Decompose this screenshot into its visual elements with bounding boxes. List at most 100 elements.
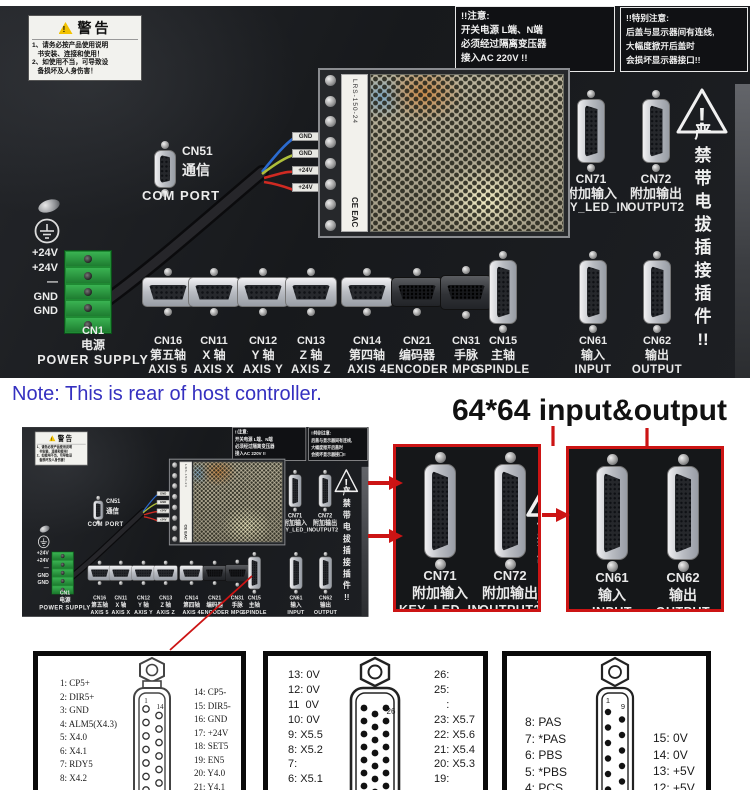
- connector-label-en: OUTPUT: [655, 605, 711, 612]
- svg-text:14: 14: [157, 703, 165, 711]
- warning-header: ! 警告: [32, 18, 138, 40]
- cn51-label-en: COM PORT: [87, 519, 124, 528]
- connector-cn72: CN72 附加输出 OUTPUT2: [304, 469, 347, 534]
- wire-tag: +24V: [156, 517, 170, 522]
- psu-spec-label: LRS-150-24 CE EAC: [341, 74, 368, 232]
- wire-tag: GND: [156, 491, 170, 496]
- caution-triangle-icon: !: [676, 88, 728, 134]
- cn1-label-cn: 电源: [80, 338, 105, 352]
- power-notice-line: 开关电源 L端、N端: [461, 25, 543, 36]
- db25-connector: [489, 250, 517, 334]
- warning-label: ! 警告 1、请务必按产品使用说明 书安装、连接和使用！2、如使用不当，可导致设…: [34, 431, 88, 466]
- connector-label-en: OUTPUT: [631, 364, 683, 376]
- pinout-row: 5: *PBS: [525, 764, 568, 779]
- no-hotplug-char: 插: [694, 284, 712, 303]
- connector-cn62: CN62 输出 OUTPUT: [627, 250, 687, 378]
- no-hotplug-char: 接: [694, 261, 712, 280]
- cover-notice-line: 会损坏显示器接口!!: [311, 452, 346, 458]
- warning-lines: 1、请务必按产品使用说明 书安装、连接和使用！2、如使用不当，可导致设 备损坏及…: [37, 445, 86, 463]
- no-hotplug-char: 禁: [537, 533, 538, 549]
- no-hotplug-warning: 严禁带电拔插接插件!!: [341, 487, 353, 602]
- rear-panel-photo: ! 警告 1、请务必按产品使用说明 书安装、连接和使用！2、如使用不当，可导致设…: [22, 427, 369, 617]
- connector-label-en: OUTPUT2: [479, 603, 541, 612]
- connector-label-cn: Z 轴: [299, 348, 323, 362]
- connector-id: CN61: [578, 335, 608, 347]
- hd26-connector: [440, 265, 492, 320]
- connector-label-cn: 附加输出: [482, 585, 538, 601]
- cn1-terminal-label: +24V: [36, 557, 49, 564]
- svg-text:1: 1: [144, 697, 148, 705]
- connector-label-cn: 第四轴: [348, 348, 385, 362]
- wire-tag: GND: [292, 149, 319, 158]
- connector-label-cn: 附加输出: [313, 518, 338, 527]
- connector-id: CN72: [493, 568, 527, 583]
- pinout-row: 11 0V: [288, 698, 319, 711]
- psu-screw: [324, 116, 336, 128]
- zoom-connector-cn71: CN71 附加输入 KEY_LED_IN: [396, 452, 488, 609]
- connector-id: CN21: [402, 335, 432, 347]
- cn51-id: CN51: [182, 144, 213, 158]
- connector-label-en: SPINDLE: [242, 609, 267, 616]
- pinout-row: 5: X4.0: [60, 732, 87, 742]
- case-edge: [361, 466, 369, 617]
- cn51-label-cn: 通信: [106, 506, 120, 515]
- connector-id: CN61: [595, 570, 629, 585]
- db37-connector: [667, 453, 699, 573]
- connector-id: CN11: [200, 335, 228, 347]
- psu-screw: [324, 75, 336, 86]
- connector-cn14: CN14 第四轴 AXIS 4: [337, 250, 397, 378]
- connector-label-en: AXIS 4: [347, 364, 387, 376]
- ground-stud: [38, 524, 51, 534]
- cn1-terminal-label: +24V: [32, 261, 58, 274]
- connector-label-cn: 输入: [598, 587, 626, 603]
- cn1-terminal-label: —: [43, 564, 49, 571]
- psu-screw: [171, 504, 178, 511]
- pinout-row: 8: X5.2: [288, 743, 323, 756]
- psu-screw: [324, 157, 336, 169]
- pinout-row: 14: CP5-: [194, 687, 227, 697]
- pinout-row: 17: +24V: [194, 727, 229, 738]
- connector-label-cn: Y 轴: [251, 348, 275, 362]
- pinout-row: 14: 0V: [653, 747, 688, 762]
- psu-screw: [324, 219, 336, 231]
- connector-cn13: CN13 Z 轴 AXIS Z: [281, 250, 341, 378]
- warning-line: 2、如使用不当，可导致设: [36, 454, 72, 458]
- connector-id: CN62: [666, 570, 700, 585]
- connector-cn72: CN72 附加输出 OUTPUT2: [610, 90, 702, 216]
- svg-text:!: !: [698, 102, 707, 132]
- psu-screw: [324, 178, 336, 190]
- warning-line: 备损坏及人身伤害！: [36, 458, 67, 463]
- pinout-row: 7: RDY5: [60, 759, 93, 769]
- connector-label-cn: 输出: [644, 348, 669, 362]
- connector-label-en: INPUT: [574, 364, 612, 376]
- cn1-id: CN1: [81, 325, 104, 337]
- connector-cn13: CN13 Z 轴 AXIS Z: [152, 552, 180, 617]
- connector-cn21: CN21 编码器 ENCODER: [387, 250, 448, 378]
- caution-triangle-partial: [526, 494, 538, 517]
- connector-id: CN16: [153, 335, 183, 347]
- no-hotplug-char: 严: [694, 123, 712, 142]
- pinout-row: 1: CP5+: [60, 678, 90, 688]
- cn1-terminal-label: GND: [33, 290, 58, 303]
- cn1-terminal-label: +24V: [36, 549, 49, 557]
- zoom-connector-cn62: CN62 输出 OUTPUT: [635, 454, 721, 612]
- connector-id: CN15: [247, 594, 261, 601]
- power-notice-line: 开关电源 L端、N端: [234, 436, 273, 443]
- ground-stud: [36, 196, 62, 216]
- connector-label-en: AXIS Y: [242, 364, 284, 376]
- connector-id: CN13: [296, 335, 326, 347]
- psu-screw: [324, 199, 336, 211]
- cn1-terminal-label: —: [47, 276, 58, 288]
- power-notice-line: 接入AC 220V !!: [461, 53, 528, 64]
- psu-honeycomb-vent: [370, 74, 564, 232]
- no-hotplug-char: 带: [537, 555, 538, 571]
- io-heading: 64*64 input&output: [452, 394, 727, 427]
- connector-label-cn: 附加输入: [283, 518, 308, 527]
- pinout-row: 6: X5.1: [288, 773, 323, 786]
